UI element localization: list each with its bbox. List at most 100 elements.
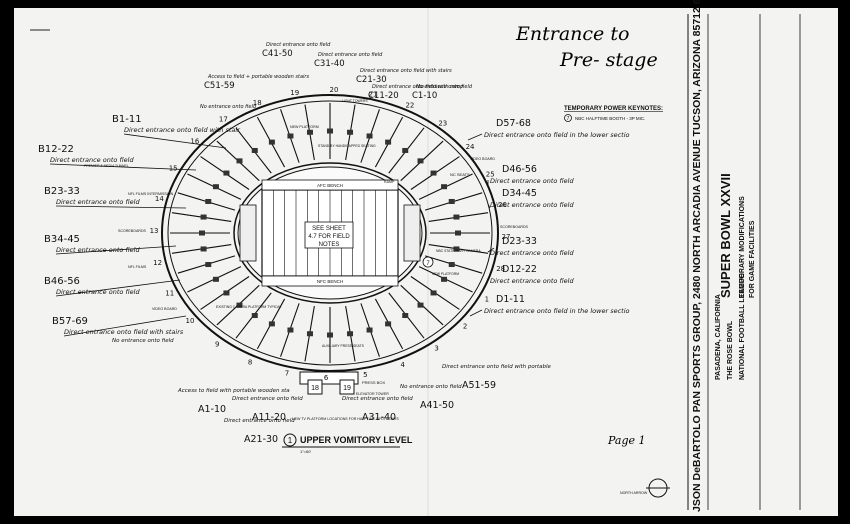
vomitory-marker	[402, 313, 409, 319]
label-new-platform-top: NEW PLATFORM	[290, 125, 319, 129]
annotation-note: Access to field + portable wooden stairs	[207, 74, 309, 80]
venue: THE ROSE BOWL	[727, 320, 734, 380]
annotation-note: Direct entrance onto field with stair	[124, 126, 241, 134]
annotation-note: Direct entrance onto field in the lower …	[484, 307, 630, 315]
annotation-note: Direct entrance onto field	[50, 156, 134, 164]
vomitory-marker	[200, 246, 207, 252]
vomitory-marker	[236, 302, 243, 308]
annotation-note: No entrance onto field	[400, 384, 462, 390]
label-nbc-stationary: NBC STATIONARY CAMERA	[436, 249, 481, 253]
seat-blocks	[199, 128, 461, 338]
section-number: 6	[324, 374, 329, 382]
vomitory-marker	[212, 184, 219, 190]
title-line-2: Pre- stage	[559, 49, 658, 71]
annotation-note: Direct entrance onto field in the lower …	[484, 131, 630, 139]
end-zone-top	[261, 179, 399, 191]
annotation-note: Direct entrance onto field	[490, 201, 574, 209]
annotation-id: C41-50	[262, 49, 293, 59]
leader-arrow	[63, 315, 187, 337]
annotation-id: B46-56	[44, 276, 80, 287]
section-number: 13	[150, 227, 159, 235]
annotation-id: D1-11	[496, 294, 525, 305]
label-elevator-tower: ELEVATOR TOWER	[356, 392, 389, 396]
section-number: 16	[190, 138, 199, 146]
vomitory-marker	[347, 129, 354, 135]
annotation-id: D57-68	[496, 118, 531, 129]
section-number: 22	[405, 102, 414, 110]
leader-arrow	[469, 309, 483, 317]
annotation-id: A1-10	[198, 404, 226, 415]
leader-arrow	[55, 245, 177, 255]
section-number: 17	[219, 115, 228, 123]
temp-power-bullet-num: 7	[567, 116, 570, 122]
section-number: 27	[501, 233, 510, 241]
vomitory-marker	[199, 230, 205, 236]
section-number: 4	[401, 361, 406, 369]
label-video-board-right: VIDEO BOARD	[470, 157, 495, 161]
section-number: 5	[363, 371, 367, 379]
label-ramp: RAMP	[384, 180, 395, 184]
annotation-id: C21-30	[356, 75, 387, 85]
section-number: 25	[486, 170, 495, 178]
temp-power-item: NBC HALFTIME BOOTH - 3P MIC.	[575, 116, 645, 121]
vomitory-caption-num: 1	[288, 436, 293, 445]
section-number: 15	[169, 165, 178, 173]
annotation-note: No entrance onto field	[416, 84, 473, 90]
annotation-note: Direct entrance onto field with ramp	[372, 84, 463, 90]
leader-arrow	[55, 279, 181, 297]
annotation-id: A31-40	[362, 412, 396, 423]
stadium-outer-ring-2	[167, 100, 493, 366]
left-end-stand	[239, 204, 257, 262]
title-line-1: Entrance to	[515, 23, 629, 45]
stadium-inner-ring	[233, 162, 427, 304]
annotation-note: Direct entrance onto field	[490, 177, 574, 185]
vomitory-marker	[223, 290, 230, 296]
vomitory-marker	[441, 184, 448, 190]
annotation-note: Direct entrance onto field with portable	[442, 364, 552, 370]
end-zone-top-label: AFC BENCH	[317, 183, 343, 188]
vomitory-marker	[441, 276, 448, 282]
annotation-note: Direct entrance onto field with stairs	[360, 68, 452, 74]
leader-arrow	[487, 203, 491, 209]
annotation-id: A51-59	[462, 380, 496, 391]
vomitory-marker	[327, 128, 333, 134]
annotation-note: Direct entrance onto field	[318, 52, 383, 58]
vomitory-marker	[402, 147, 409, 153]
annotation-id: D46-56	[502, 164, 537, 175]
annotation-id: A21-30	[244, 434, 278, 445]
vomitory-marker	[212, 276, 219, 282]
section-number: 24	[466, 143, 475, 151]
vomitory-marker	[306, 331, 313, 337]
label-video-board-left: VIDEO BOARD	[152, 307, 177, 311]
vomitory-marker	[268, 139, 275, 145]
label-scoreboards-right: SCOREBOARDS	[500, 225, 529, 229]
vomitory-marker	[306, 129, 313, 135]
vomitory-marker	[366, 133, 373, 139]
end-zone-bottom	[261, 275, 399, 287]
leader-arrow	[123, 133, 227, 149]
stadium-outer-ring	[161, 94, 499, 372]
vomitory-marker	[347, 331, 354, 337]
subtitle-2: FOR GAME FACILITIES	[749, 220, 756, 298]
vomitory-marker	[236, 158, 243, 164]
leader-arrow	[55, 205, 187, 209]
annotation-id: C11-20	[368, 91, 399, 101]
annotation-note: Direct entrance onto field	[232, 396, 303, 402]
section-number: 20	[329, 86, 338, 94]
annotation-note: Direct entrance onto field	[56, 198, 140, 206]
vomitory-marker	[448, 198, 455, 204]
section-number: 11	[165, 290, 174, 298]
label-nbc-halftime: NEW TV PLATFORM LOCATIONS FOR HALFTIME S…	[292, 417, 399, 421]
vomitory-caption: UPPER VOMITORY LEVEL	[300, 435, 413, 445]
annotation-note: Direct entrance onto field	[224, 418, 295, 424]
marker-7-label: 7	[426, 261, 430, 267]
section-number: 9	[215, 341, 219, 349]
label-press-box: PRESS BOX	[362, 380, 385, 385]
stage-note-3: NOTES	[319, 242, 340, 248]
page-number: Page 1	[607, 434, 646, 447]
vomitory-marker	[430, 290, 437, 296]
temp-power-title: TEMPORARY POWER KEYNOTES:	[564, 106, 663, 112]
vomitory-marker	[366, 327, 373, 333]
section-number: 10	[186, 317, 195, 325]
